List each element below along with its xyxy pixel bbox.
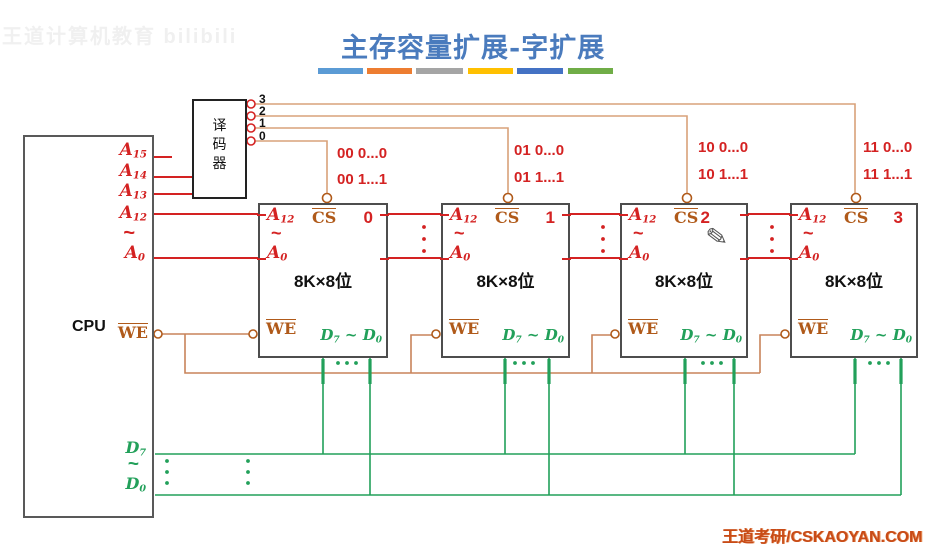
cpu-pin-a14: A14 <box>119 161 147 182</box>
chip-pin-a0: A0 <box>629 243 650 264</box>
cs-input-bubbles <box>321 192 862 204</box>
data-bus-continuation-dots <box>165 361 890 485</box>
chip-pin-we: WE <box>798 319 829 338</box>
cpu-box: CPU A15 A14 A13 A12 ~ A0 WE D7 ~ D0 <box>23 135 154 518</box>
chip-capacity: 8K×8位 <box>654 272 714 291</box>
accent-bar <box>367 68 412 74</box>
memory-chip-0: A12 ~ A0 CS 0 8K×8位 WE D7 ~ D0 <box>257 203 389 358</box>
pen-cursor-icon: ✎ <box>703 220 730 254</box>
cpu-label: CPU <box>72 318 106 335</box>
chip-pin-we: WE <box>628 319 659 338</box>
chip1-select-range-bottom: 01 1...1 <box>514 169 565 186</box>
address-bus-wires <box>154 156 790 259</box>
cpu-pin-a13: A13 <box>119 181 147 202</box>
chip-number: 3 <box>893 208 903 227</box>
decoder-output-2-label: 2 <box>259 104 266 118</box>
decoder-output-3-label: 3 <box>259 92 266 106</box>
chip-pin-cs: CS <box>674 208 699 227</box>
chip-data-pins: D7 ~ D0 <box>502 326 564 346</box>
chip-capacity: 8K×8位 <box>476 272 535 291</box>
chip-pin-we: WE <box>449 319 480 338</box>
cpu-data-ellipsis: ~ <box>127 454 139 475</box>
cpu-pin-a0: A0 <box>124 243 145 264</box>
cpu-pin-a12: A12 <box>119 203 147 224</box>
chip1-select-range-top: 01 0...0 <box>514 142 565 159</box>
chip-capacity: 8K×8位 <box>824 272 884 291</box>
accent-bar <box>568 68 613 74</box>
write-enable-wires <box>162 333 781 374</box>
chip0-select-range-top: 00 0...0 <box>337 145 388 162</box>
memory-chip-3: A12 ~ A0 CS 3 8K×8位 WE D7 ~ D0 <box>789 203 918 358</box>
cpu-addr-ellipsis: ~ <box>123 222 135 244</box>
chip-data-pins: D7 ~ D0 <box>680 326 742 346</box>
chip-pin-cs: CS <box>495 208 520 227</box>
chip-pin-a0: A0 <box>799 243 820 264</box>
decoder-label: 译 码 器 <box>212 117 227 171</box>
chip-addr-ellipsis: ~ <box>271 223 282 243</box>
accent-bar <box>416 68 463 74</box>
accent-bar <box>318 68 363 74</box>
decoder-output-1-label: 1 <box>259 116 266 130</box>
chip3-select-range-top: 11 0...0 <box>863 139 913 156</box>
chip-addr-ellipsis: ~ <box>803 223 814 243</box>
chip-number: 1 <box>545 208 555 227</box>
chip2-select-range-top: 10 0...0 <box>698 139 749 156</box>
accent-bar <box>517 68 563 74</box>
cpu-pin-d7: D7 <box>125 438 146 459</box>
chip-pin-a0: A0 <box>450 243 471 264</box>
chip-addr-ellipsis: ~ <box>633 223 644 243</box>
chip0-select-range-bottom: 00 1...1 <box>337 171 388 188</box>
data-bus-wires <box>155 358 902 496</box>
chip-number: 0 <box>363 208 373 227</box>
chip-pin-a12: A12 <box>450 205 478 226</box>
chip3-select-range-bottom: 11 1...1 <box>863 166 913 183</box>
chip-select-wires <box>255 103 856 193</box>
chip-pin-a12: A12 <box>799 205 827 226</box>
chip-number: 2 <box>700 208 710 227</box>
accent-bar <box>468 68 513 74</box>
we-input-bubbles <box>153 329 790 339</box>
chip-pin-a12: A12 <box>267 205 295 226</box>
page-title: 主存容量扩展-字扩展 <box>341 33 606 64</box>
memory-chip-2: A12 ~ A0 CS 2 8K×8位 WE D7 ~ D0 <box>619 203 749 358</box>
chip-pin-cs: CS <box>312 208 337 227</box>
chip2-select-range-bottom: 10 1...1 <box>698 166 749 183</box>
chip-data-pins: D7 ~ D0 <box>320 326 382 346</box>
data-bus-emphasis-segments <box>321 359 903 384</box>
chip-capacity: 8K×8位 <box>293 272 353 291</box>
chip-pin-cs: CS <box>844 208 869 227</box>
address-bus-continuation-dots <box>422 225 774 253</box>
decoder-output-0-label: 0 <box>259 129 266 143</box>
cpu-pin-d0: D0 <box>125 474 146 495</box>
decoder-output-terminals <box>246 99 256 146</box>
cpu-pin-we: WE <box>117 323 148 342</box>
watermark-top-left: 王道计算机教育 bilibili <box>2 26 238 48</box>
watermark-bottom-right: 王道考研/CSKAOYAN.COM <box>722 529 923 546</box>
chip-addr-ellipsis: ~ <box>454 223 465 243</box>
chip-data-pins: D7 ~ D0 <box>850 326 912 346</box>
decoder-box: 译 码 器 <box>192 99 247 199</box>
chip-pin-a0: A0 <box>267 243 288 264</box>
memory-chip-1: A12 ~ A0 CS 1 8K×8位 WE D7 ~ D0 <box>440 203 571 358</box>
chip-pin-a12: A12 <box>629 205 657 226</box>
chip-pin-we: WE <box>266 319 297 338</box>
cpu-pin-a15: A15 <box>119 140 147 161</box>
